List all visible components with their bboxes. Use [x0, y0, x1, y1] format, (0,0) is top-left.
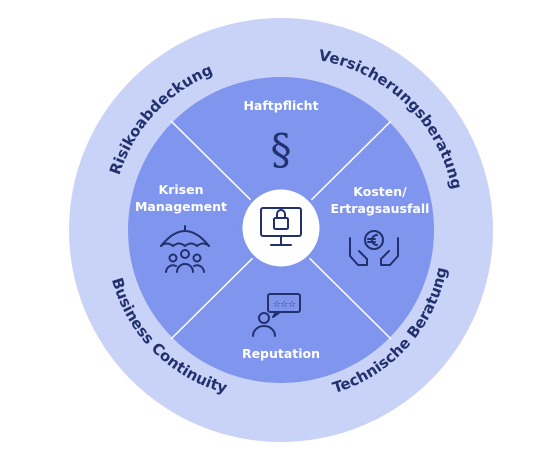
umbrella-people-icon: [160, 225, 210, 273]
segment-label-management: Management: [135, 199, 227, 214]
euro-hands-icon: [349, 230, 399, 266]
segment-label-krisen: Krisen: [159, 182, 204, 197]
svg-text:☆☆☆: ☆☆☆: [273, 300, 296, 310]
segment-label-kosten: Kosten/: [353, 184, 407, 199]
monitor-lock-icon: [260, 207, 302, 246]
segment-label-haftpflicht: Haftpflicht: [243, 98, 318, 113]
paragraph-icon: §: [271, 125, 292, 174]
segment-label-ertragsausfall: Ertragsausfall: [331, 201, 430, 216]
rating-person-icon: ☆☆☆: [252, 293, 301, 337]
segment-label-reputation: Reputation: [242, 346, 320, 361]
